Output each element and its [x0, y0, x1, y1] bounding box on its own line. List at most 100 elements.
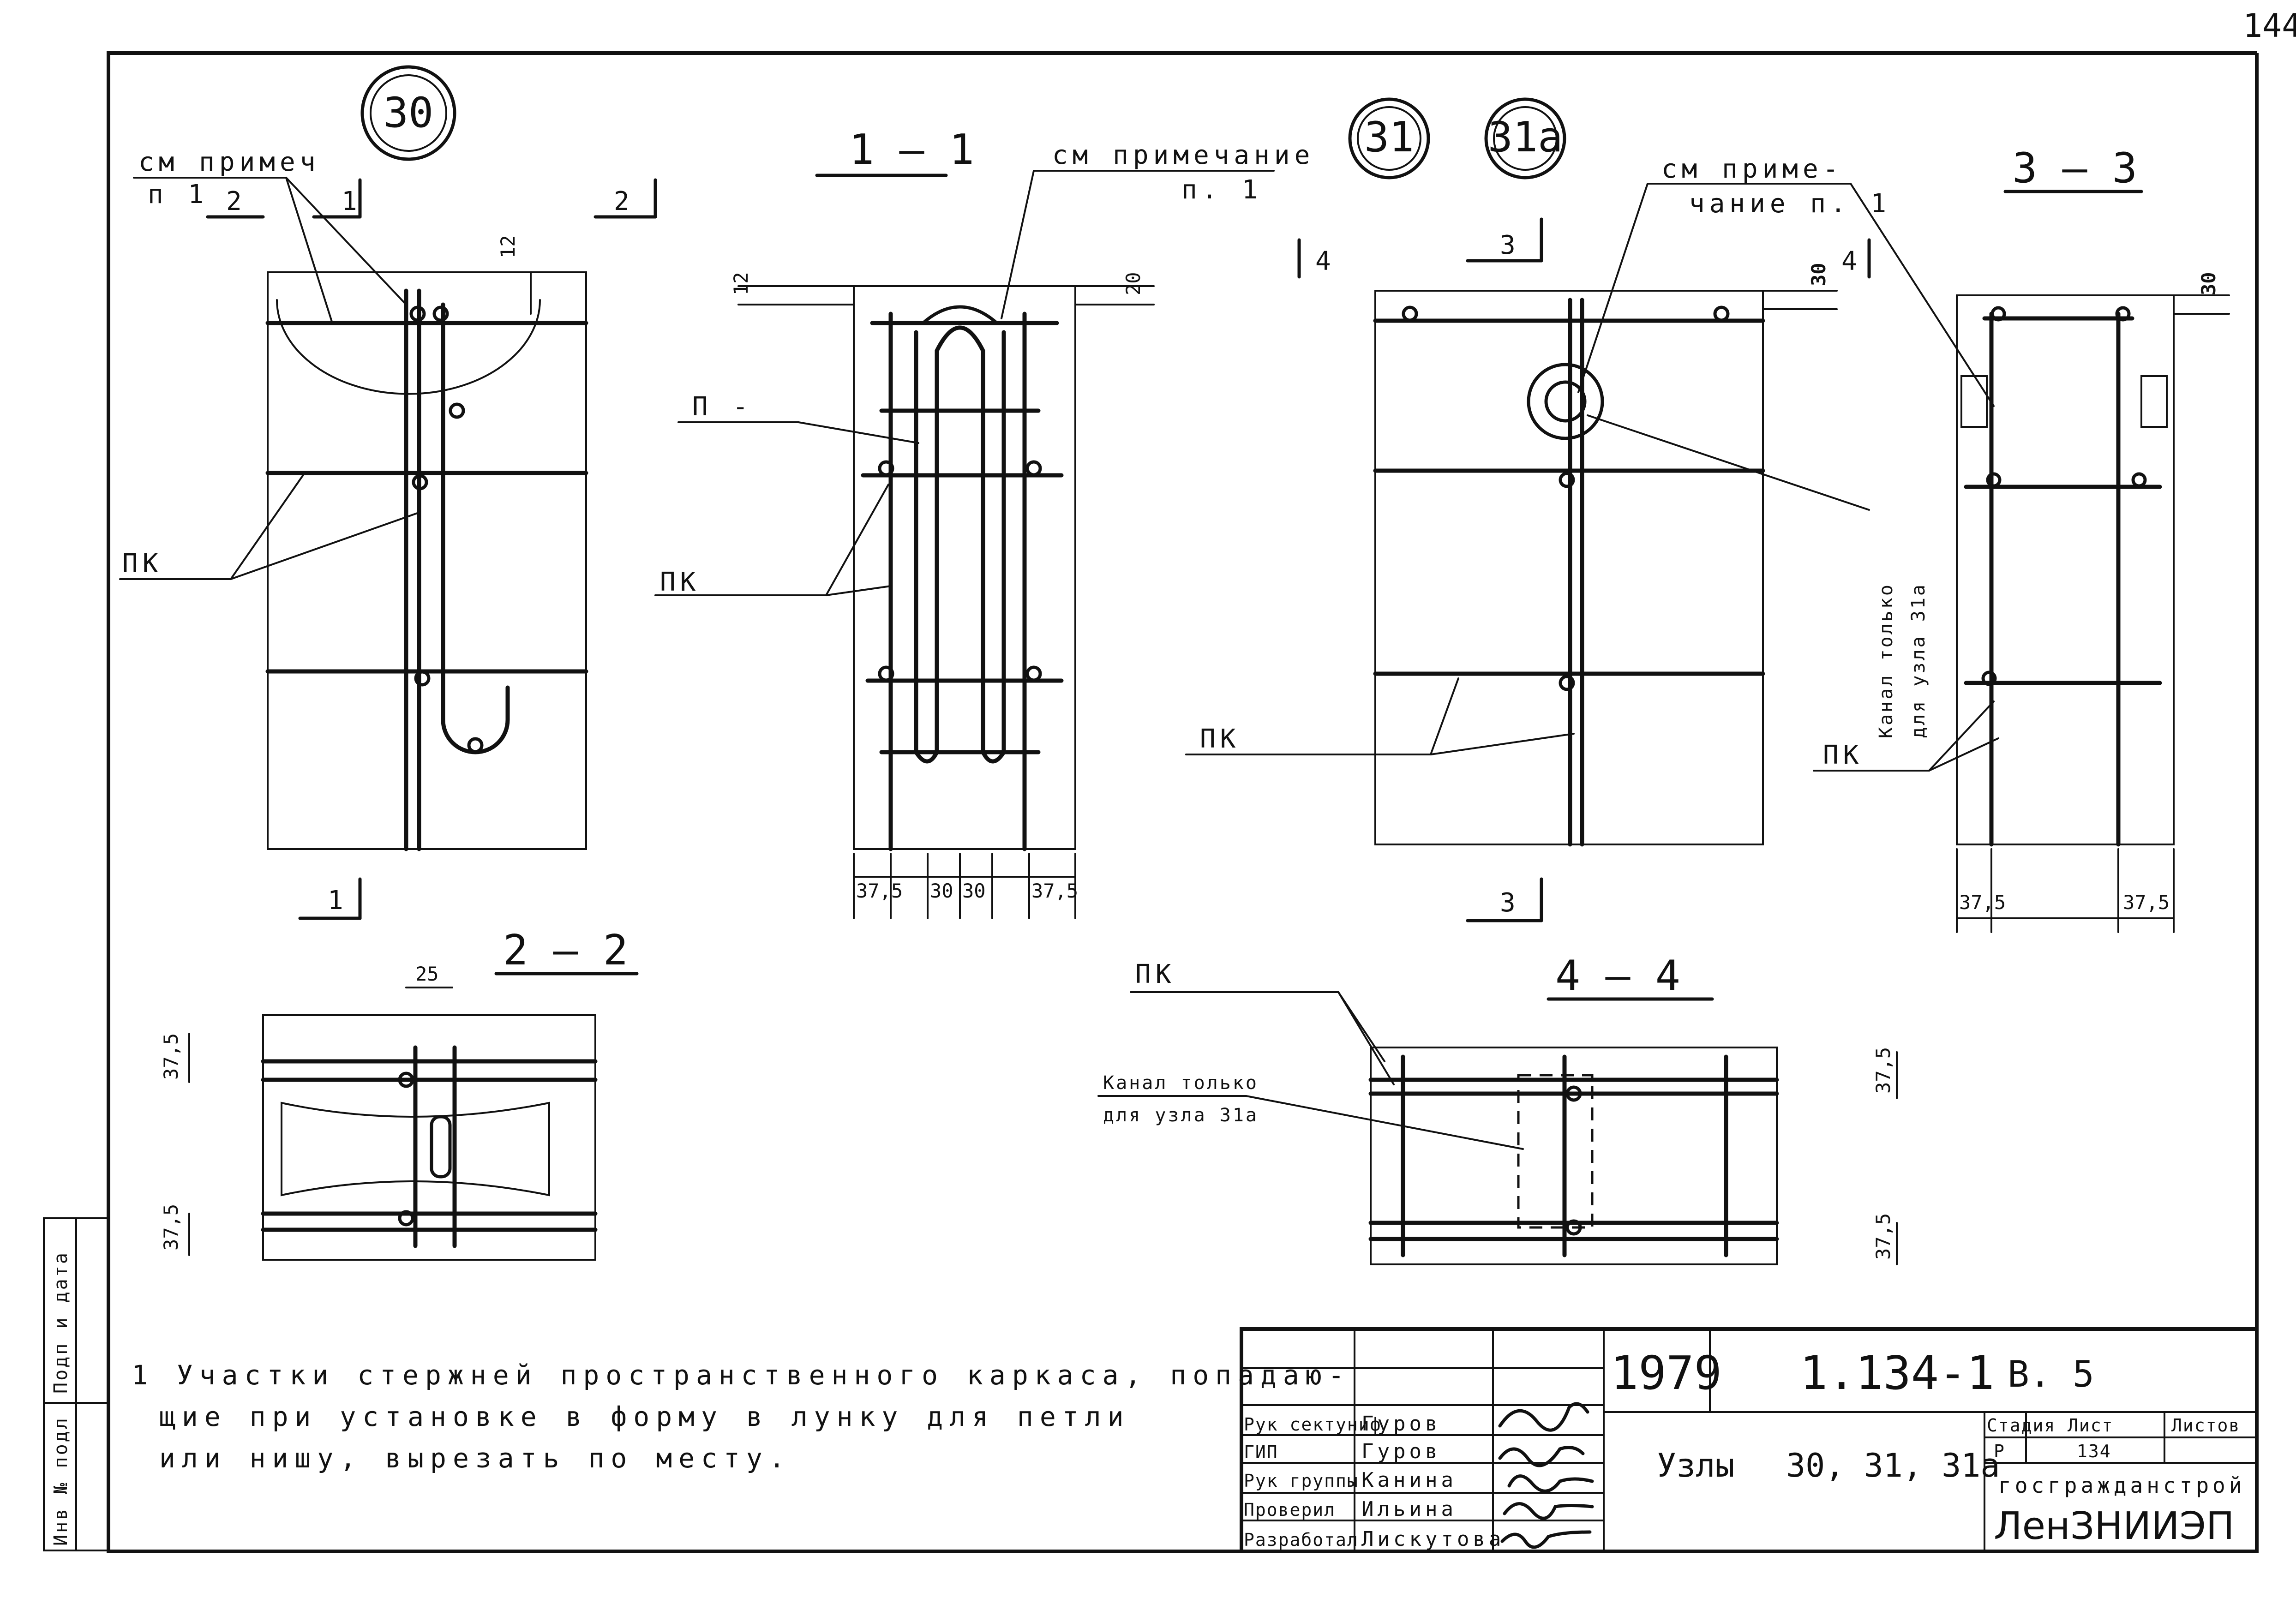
cut-mark-2-right: 2 — [614, 186, 634, 216]
stage-header: Стадия — [1987, 1415, 2056, 1436]
dim-37-5-s22-bottom: 37,5 — [160, 1204, 182, 1251]
section-4-4-outline — [1370, 1047, 1778, 1265]
dim-30-node-31: 30 — [1807, 263, 1830, 286]
node-marker-30 — [360, 65, 456, 161]
title-issue: В. 5 — [2008, 1354, 2094, 1395]
person-4: Ильина — [1361, 1497, 1457, 1521]
pk-label-node-31: ПК — [1200, 724, 1240, 754]
node-label-30: 30 — [384, 89, 433, 137]
side-stamp: Инв № подл Подп и дата — [43, 1217, 109, 1551]
role-2: ГИП — [1244, 1442, 1278, 1462]
loop-u-bar — [914, 325, 1006, 764]
signature-1 — [1498, 1402, 1589, 1432]
section-2-2: 2 — 2 25 37,5 37,5 — [160, 926, 639, 1261]
node-label-31a: 31a — [1488, 113, 1563, 162]
role-1: Рук сектуниф — [1244, 1414, 1382, 1435]
dim-30-s33: 30 — [2197, 272, 2220, 295]
node-30-outline — [267, 271, 587, 850]
callout-see-note-split-2: чание п. 1 — [1689, 189, 1891, 219]
signature-5 — [1500, 1530, 1592, 1549]
section-title-2-2: 2 — 2 — [503, 926, 628, 975]
person-1: Гуров — [1361, 1412, 1441, 1436]
role-4: Проверил — [1244, 1500, 1336, 1520]
dim-37-5-s11-b: 37,5 — [1031, 880, 1078, 902]
org-top: госгражданстрой — [1998, 1473, 2245, 1498]
dim-20: 20 — [1122, 272, 1145, 295]
callout-see-note-split-1: см приме- — [1661, 154, 1843, 184]
dim-37-5-s44-bottom: 37,5 — [1872, 1213, 1894, 1260]
stage-value: Р — [1994, 1441, 2005, 1461]
dim-30-s11-a: 30 — [930, 880, 953, 902]
note-line-2: щие при установке в форму в лунку для пе… — [159, 1401, 1130, 1432]
dim-12: 12 — [497, 235, 519, 258]
pk-label-s44: ПК — [1135, 959, 1175, 989]
cut-mark-4-left: 4 — [1315, 246, 1336, 276]
general-note: 1 Участки стержней пространственного кар… — [132, 1359, 1351, 1474]
node-31-view: 31 31a см приме- чание п. 1 3 4 4 30 ПК … — [1185, 97, 1995, 922]
dim-25: 25 — [415, 963, 439, 985]
role-3: Рук группы — [1244, 1471, 1359, 1491]
callout-see-note-full-2: п. 1 — [1181, 175, 1262, 205]
section-3-3-outline — [1956, 294, 2175, 845]
channel-dashed — [1517, 1074, 1594, 1229]
person-3: Канина — [1361, 1468, 1457, 1492]
role-5: Разработал — [1244, 1530, 1359, 1550]
dim-37-5-s33-b: 37,5 — [2123, 891, 2170, 914]
dim-37-5-s33-a: 37,5 — [1959, 891, 2006, 914]
cut-mark-3-top: 3 — [1500, 230, 1520, 260]
pk-label-s33: ПК — [1823, 740, 1863, 770]
title-block: 1979 1.134-1 В. 5 Узлы 30, 31, 31а Стади… — [1240, 1327, 2259, 1553]
section-title-1-1: 1 — 1 — [849, 126, 974, 174]
note-line-3: или нишу, вырезать по месту. — [159, 1442, 791, 1474]
callout-see-note-full-1: см примечание — [1052, 140, 1314, 170]
niche-outline — [281, 1101, 550, 1197]
signature-3 — [1507, 1474, 1594, 1493]
node-30-loop-pocket — [276, 299, 541, 395]
pk-label-s11: ПК — [660, 567, 700, 597]
channel-only-s44-1: Канал только — [1103, 1072, 1259, 1094]
node-30-view: 30 см примеч п 1 2 1 2 12 ПК 1 — [119, 65, 657, 920]
pk-label-node-30: ПК — [122, 549, 162, 579]
side-stamp-sign: Подп и дата — [50, 1251, 72, 1394]
org-name: ЛенЗНИИЭП — [1994, 1504, 2235, 1548]
cut-mark-2-left: 2 — [226, 186, 246, 216]
section-1-1-outline — [853, 285, 1076, 850]
section-3-3: 3 — 3 30 Канал только для узла 31а ПК 37… — [1813, 144, 2230, 933]
cut-mark-1-top: 1 — [342, 186, 362, 216]
dim-37-5-s44-top: 37,5 — [1872, 1047, 1894, 1094]
callout-see-note-short-2: п 1 — [148, 180, 208, 209]
channel-only-label-1: Канал только — [1876, 583, 1897, 738]
node-marker-31a — [1484, 97, 1566, 180]
drawing-frame — [107, 51, 2259, 1553]
dim-37-5-s11-a: 37,5 — [856, 880, 903, 902]
section-title-4-4: 4 — 4 — [1555, 952, 1680, 1000]
sheet-header: Лист — [2068, 1415, 2114, 1436]
title-nodes: 30, 31, 31а — [1786, 1447, 2000, 1484]
dim-12-s11: 12 — [730, 272, 752, 295]
sheet-value: 134 — [2077, 1441, 2111, 1461]
section-4-4: 4 — 4 ПК Канал только для узла 31а 37,5 … — [1097, 952, 1898, 1265]
dim-30-s11-b: 30 — [962, 880, 986, 902]
node-label-31: 31 — [1364, 113, 1414, 162]
cut-mark-1-bottom: 1 — [328, 886, 348, 916]
title-code: 1.134-1 — [1800, 1346, 1994, 1400]
callout-see-note-short-1: см примеч — [138, 147, 320, 177]
cut-mark-3-bottom: 3 — [1500, 888, 1520, 918]
node-marker-31 — [1348, 97, 1430, 180]
loop-hook — [441, 685, 510, 754]
callout-p-dash: П - — [692, 392, 753, 422]
person-5: Лискутова — [1361, 1527, 1505, 1551]
note-line-1: 1 Участки стержней пространственного кар… — [132, 1359, 1351, 1391]
title-year: 1979 — [1611, 1346, 1722, 1400]
sheets-header: Листов — [2171, 1415, 2240, 1436]
channel-only-s44-2: для узла 31а — [1103, 1105, 1259, 1126]
side-stamp-inv: Инв № подл — [50, 1416, 72, 1546]
signature-2 — [1498, 1446, 1585, 1467]
channel-only-label-2: для узла 31а — [1908, 583, 1929, 738]
person-2: Гуров — [1361, 1440, 1441, 1463]
title-word: Узлы — [1657, 1447, 1735, 1484]
page-number: 144 — [2243, 7, 2296, 45]
channel-ring — [1527, 363, 1604, 440]
section-1-1: 1 — 1 см примечание п. 1 12 20 П - ПК — [654, 126, 1314, 919]
